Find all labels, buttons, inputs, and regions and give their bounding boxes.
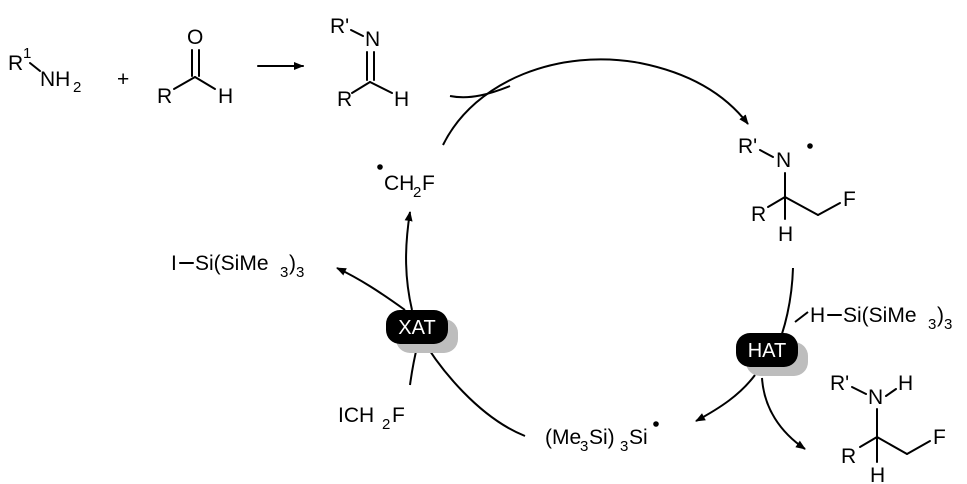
aminyl-radical-dot — [807, 143, 813, 149]
fluoromethyl-sub: 2 — [413, 184, 421, 201]
imine-h-bond — [369, 81, 393, 94]
ich2f-ich: ICH — [338, 404, 374, 427]
aminyl-r: R — [751, 203, 766, 226]
aldehyde-reactant: O R H — [157, 26, 233, 108]
iodosilane-sub2: 3 — [296, 264, 304, 281]
imine-nitrogen: N — [365, 28, 380, 51]
silyl-sub: 3 — [580, 438, 588, 455]
xat-badge-body — [386, 310, 448, 344]
iodomethyl-fluoride: ICH 2 F — [338, 404, 405, 433]
hat-badge: HAT — [736, 333, 808, 376]
silyl-open: (Me — [545, 426, 581, 449]
product-nr-bond — [851, 386, 867, 395]
cycle-arc-top — [442, 58, 749, 146]
silyl-release-arrow — [695, 374, 756, 422]
hat-label: HAT — [748, 340, 787, 362]
silyl-radical-dot — [653, 421, 659, 427]
aminyl-ch2-bond — [784, 196, 819, 216]
product-nh-bond — [885, 388, 897, 397]
product-ch2-bond — [876, 436, 908, 455]
imine-nr-bond — [350, 29, 364, 37]
aminyl-rprime: R' — [738, 135, 757, 158]
aminyl-nr-bond — [759, 149, 774, 158]
product-h: H — [870, 464, 885, 484]
silyl-sub2: 3 — [620, 438, 628, 455]
amine-subscript: 2 — [73, 79, 81, 96]
fluoromethyl-f: F — [422, 172, 435, 195]
hydrosilane-si: Si(SiMe — [843, 304, 917, 327]
aminyl-fluorine: F — [843, 188, 856, 211]
aldehyde-r-bond — [173, 76, 196, 90]
aminyl-nitrogen: N — [776, 149, 791, 172]
aminyl-cf-bond — [817, 202, 841, 216]
iodosilane-si: Si(SiMe — [195, 252, 269, 275]
product-fluorine: F — [933, 426, 946, 449]
fluoromethyl-radical: CH 2 F — [377, 164, 435, 201]
hydrosilane: H Si(SiMe 3 ) 3 — [810, 304, 952, 333]
product-r: R — [841, 445, 856, 468]
imine-r: R — [337, 88, 352, 111]
hydrosilane-feed-line — [794, 311, 809, 323]
aldehyde-r: R — [157, 85, 172, 108]
imine-h: H — [394, 88, 409, 111]
iodosilane-close: ) — [289, 252, 296, 275]
iodosilane-i: I — [171, 252, 177, 275]
ich2f-sub: 2 — [382, 416, 390, 433]
aminyl-h: H — [778, 223, 793, 246]
amine-r: R — [8, 52, 23, 75]
plus-sign: + — [117, 68, 129, 91]
xat-badge: XAT — [386, 310, 458, 353]
imine-r-bond — [351, 81, 371, 94]
hydrosilane-close: ) — [937, 304, 944, 327]
catalytic-cycle — [336, 58, 809, 450]
product-amine: R' N H R H F — [830, 372, 946, 484]
iodosilane-release-arrow — [336, 267, 406, 311]
iodosilane: I Si(SiMe 3 ) 3 — [171, 252, 304, 281]
fluoromethyl-ch: CH — [384, 172, 414, 195]
aldehyde-oxygen: O — [187, 26, 203, 49]
iodosilane-sub: 3 — [280, 264, 288, 281]
imine: R' N R H — [330, 15, 409, 111]
xat-label: XAT — [398, 317, 435, 339]
aldehyde-h-bond — [194, 76, 216, 90]
silyl-radical: (Me 3 Si) 3 Si — [545, 421, 659, 455]
product-release-arrow — [761, 377, 806, 450]
aminyl-r-bond — [767, 196, 786, 208]
amine-reactant: R 1 NH 2 — [8, 45, 81, 96]
hydrosilane-sub2: 3 — [944, 316, 952, 333]
aldehyde-h: H — [218, 85, 233, 108]
amine-nh: NH — [40, 68, 70, 91]
product-nh: H — [898, 372, 913, 395]
hat-badge-body — [736, 333, 798, 367]
silyl-si: Si) — [589, 426, 615, 449]
fluoromethyl-release-arrow — [404, 211, 413, 311]
imine-rprime: R' — [330, 15, 349, 38]
ich2f-f: F — [392, 404, 405, 427]
product-nitrogen: N — [868, 386, 883, 409]
aminyl-radical: R' N R H F — [738, 135, 856, 246]
amine-superscript: 1 — [23, 45, 31, 62]
hydrosilane-h: H — [810, 304, 825, 327]
amine-bond — [29, 62, 41, 72]
product-r-bond — [859, 436, 878, 448]
product-rprime: R' — [830, 372, 849, 395]
product-cf-bond — [906, 440, 931, 455]
silyl-si2: Si — [629, 426, 648, 449]
imine-entry-arc — [449, 85, 511, 99]
hydrosilane-sub: 3 — [928, 316, 936, 333]
fluoromethyl-radical-dot — [377, 164, 383, 170]
